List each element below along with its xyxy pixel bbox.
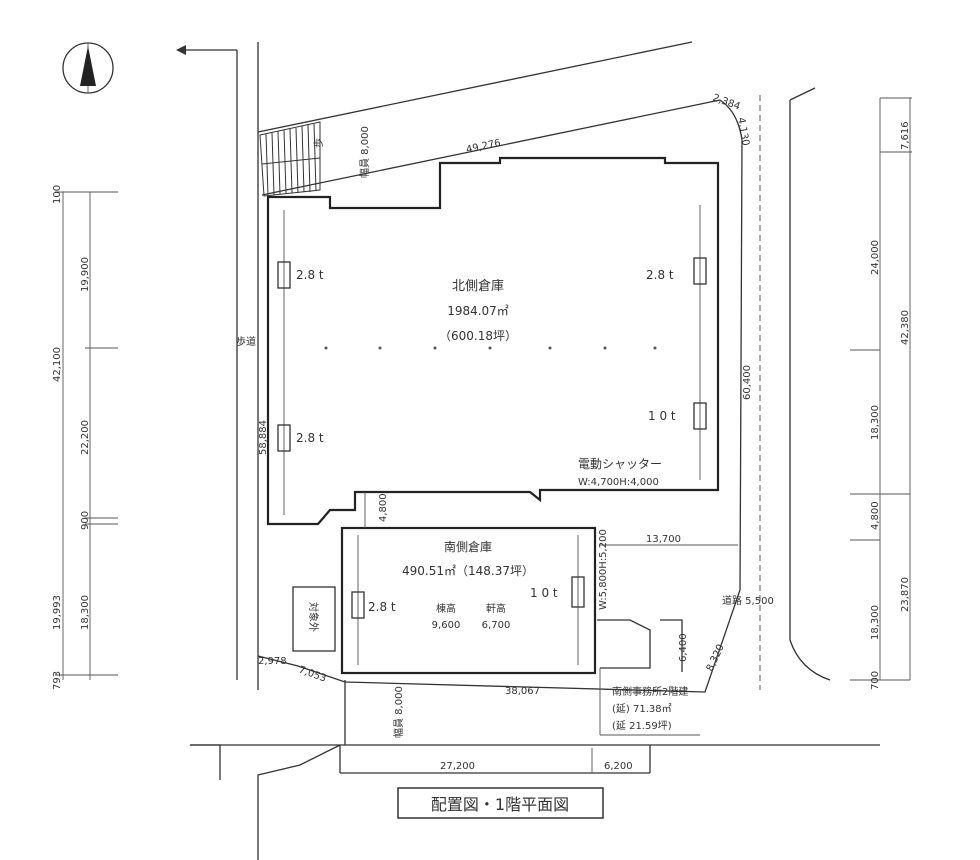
office-tsubo: (延 21.59坪) <box>612 719 672 732</box>
dim-south: 38,067 <box>505 686 540 697</box>
dim-sw1: 2,978 <box>258 656 287 667</box>
right-dim: 23,870 <box>900 577 911 612</box>
title-box <box>397 787 604 819</box>
drawing-title: 配置図・1階平面図 <box>431 795 569 814</box>
office-name: 南側事務所2階建 <box>612 685 688 698</box>
right-dim: 42,380 <box>900 310 911 345</box>
eave-label: 軒高 <box>486 602 506 615</box>
ridge-label: 棟高 <box>436 602 456 615</box>
right-dim: 7,616 <box>900 121 911 150</box>
left-dim: 19,900 <box>80 257 91 292</box>
right-dim: 4,800 <box>870 501 881 530</box>
road-width-bottom: 幅員 8,000 <box>392 686 405 738</box>
south-warehouse-outline <box>340 526 597 675</box>
left-dim: 18,300 <box>80 595 91 630</box>
south-shutter-size: W:5,800H:5,200 <box>598 529 609 610</box>
right-dim: 700 <box>870 671 881 690</box>
crane-rails-south <box>351 535 585 665</box>
excluded-label: 対象外 <box>307 602 320 632</box>
road-label: 道路 5,500 <box>722 594 774 607</box>
crane-label: 2.8 t <box>368 600 396 614</box>
left-dim: 793 <box>52 671 63 690</box>
north-warehouse-tsubo: （600.18坪） <box>439 329 517 343</box>
road-width-top: 幅員 8,000 <box>358 126 371 178</box>
crane-label: 2.8 t <box>296 431 324 445</box>
north-arrow-icon <box>62 42 114 94</box>
dim-corner: 2,384 <box>711 92 742 112</box>
right-dim: 24,000 <box>870 240 881 275</box>
south-warehouse-name: 南側倉庫 <box>444 539 492 554</box>
left-dim: 22,200 <box>80 420 91 455</box>
dim-sw2: 7,053 <box>297 664 328 684</box>
left-dim: 900 <box>80 511 91 530</box>
crane-label: 1 0 t <box>530 586 558 600</box>
right-dim: 18,300 <box>870 605 881 640</box>
dim-north-boundary: 49,276 <box>465 138 502 156</box>
north-warehouse-name: 北側倉庫 <box>452 279 504 294</box>
ridge-value: 9,600 <box>432 620 461 631</box>
dim-diag-se: 8,320 <box>705 643 727 674</box>
crane-label: 2.8 t <box>296 268 324 282</box>
road-edges <box>176 41 880 860</box>
dimension-lines <box>55 97 912 681</box>
dim-west: 58,884 <box>258 420 269 455</box>
site-boundary <box>257 139 743 693</box>
dim-east: 60,400 <box>742 365 753 400</box>
shutter-label: 電動シャッター <box>578 457 662 471</box>
eave-value: 6,700 <box>482 620 511 631</box>
south-office-outline <box>597 619 700 736</box>
dim-bottom-right: 6,200 <box>604 761 633 772</box>
dim-gap: 4,800 <box>378 493 389 522</box>
stairs-hatch <box>259 121 321 197</box>
dim-east-gap: 13,700 <box>646 534 681 545</box>
dim-office-h: 6,400 <box>678 633 689 662</box>
north-warehouse-outline <box>266 156 720 526</box>
excluded-building <box>292 586 336 652</box>
right-dim: 18,300 <box>870 405 881 440</box>
left-dim: 19,993 <box>52 595 63 630</box>
left-dim: 42,100 <box>52 347 63 382</box>
office-area: (延) 71.38㎡ <box>612 703 672 715</box>
dim-bottom-left: 27,200 <box>440 761 475 772</box>
north-warehouse-area: 1984.07㎡ <box>447 304 509 318</box>
crane-rails-north <box>277 205 707 515</box>
sidewalk-top: 歩 <box>312 138 325 148</box>
south-warehouse-area: 490.51㎡（148.37坪） <box>402 564 534 578</box>
shutter-size: W:4,700H:4,000 <box>578 477 659 488</box>
crane-label: 1 0 t <box>648 409 676 423</box>
sidewalk-label: 歩道 <box>236 335 256 348</box>
left-dim: 100 <box>52 185 63 204</box>
dim-corner2: 4,130 <box>735 117 751 147</box>
crane-label: 2.8 t <box>646 268 674 282</box>
